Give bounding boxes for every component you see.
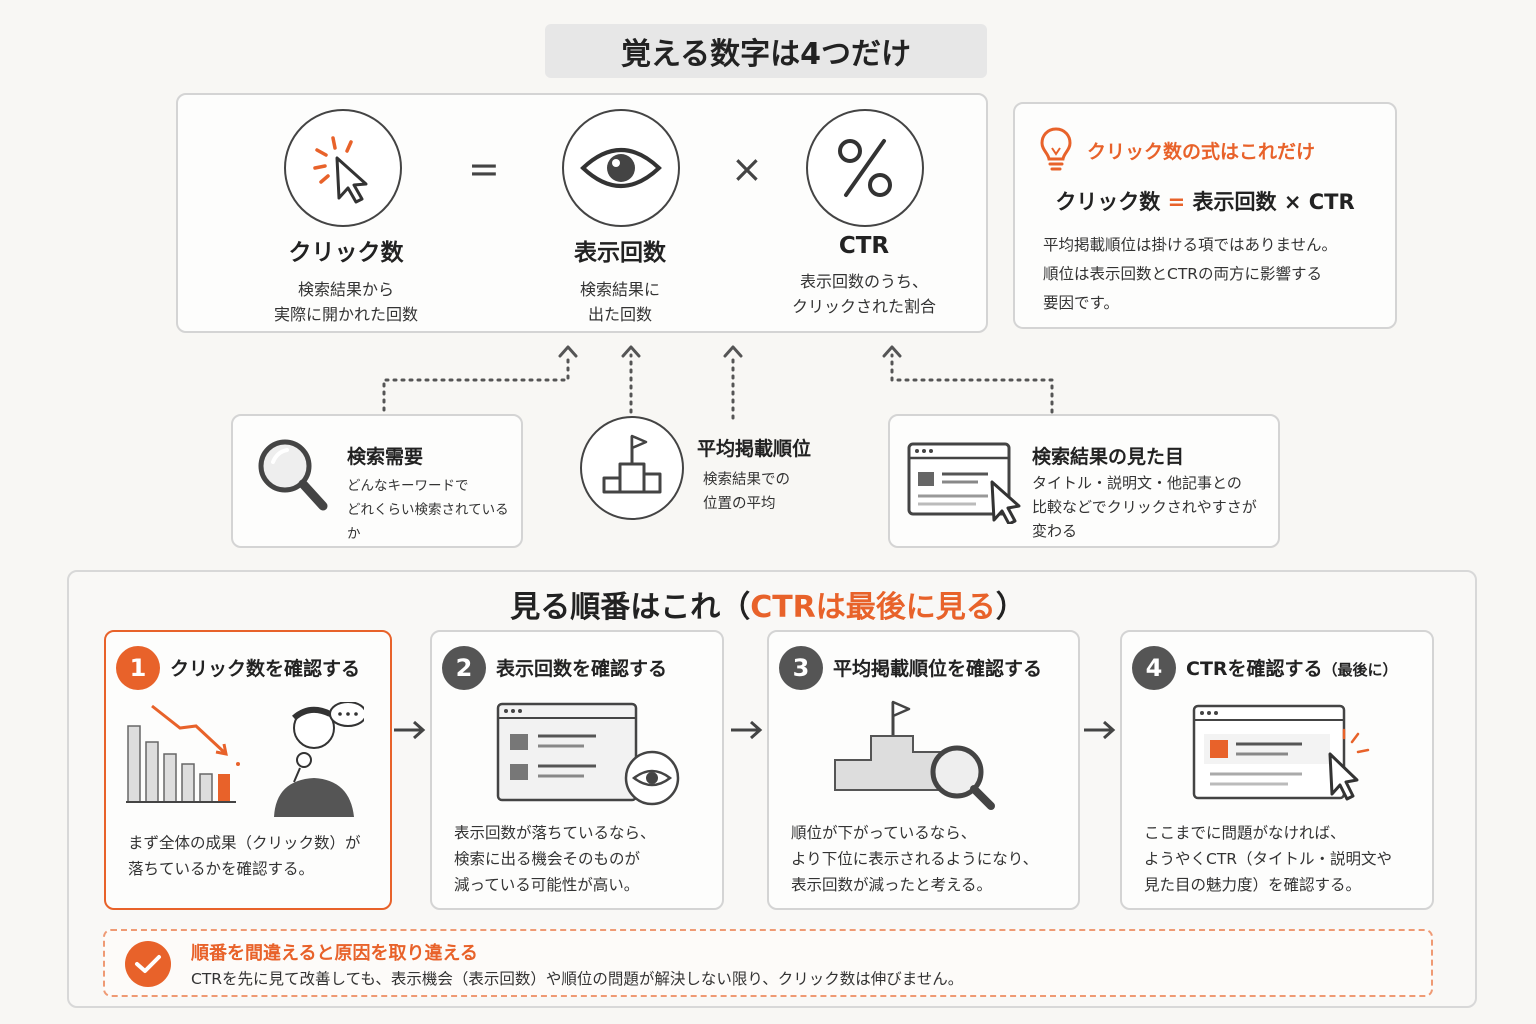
influence-arrows [382, 345, 1054, 420]
podium-magnifier-icon [833, 696, 1003, 815]
order-title-highlight: CTRは最後に見る [750, 590, 996, 625]
browser-cursor-icon [906, 440, 1026, 528]
equals-sign: = [468, 147, 500, 191]
step-heading-note: （最後に） [1322, 661, 1398, 679]
percent-icon [806, 109, 924, 227]
step-3-check-avg-position: 3 平均掲載順位を確認する 順位が下がっているなら、 より下位に表示されるように… [767, 630, 1080, 910]
arrow-right-icon [731, 720, 763, 740]
magnifier-icon [255, 436, 331, 520]
term-name: CTR [838, 233, 890, 259]
step-4-check-ctr: 4 CTRを確認する（最後に） ここまでに問題がなければ、 ようやくCTR（タイ… [1120, 630, 1434, 910]
step-number: 1 [116, 646, 160, 690]
arrow-right-icon [394, 720, 426, 740]
factor-desc: タイトル・説明文・他記事との 比較などでクリックされやすさが 変わる [1032, 474, 1257, 540]
step-1-check-clicks: 1 クリック数を確認する まず全体の成果（クリック数）が 落ちているかを確認する… [104, 630, 392, 910]
arrow-right-icon [1084, 720, 1116, 740]
order-title: 見る順番はこれ（CTRは最後に見る） [0, 582, 1536, 626]
checkmark-icon [125, 941, 171, 987]
tip-formula: クリック数 = 表示回数 × CTR [1015, 186, 1395, 216]
order-title-suffix: ） [995, 590, 1026, 625]
step-description: ここまでに問題がなければ、 ようやくCTR（タイトル・説明文や 見た目の魅力度）… [1144, 824, 1393, 894]
term-ctr: CTR 表示回数のうち、 クリックされた割合 [744, 233, 984, 319]
tip-note: 平均掲載順位は掛ける項ではありません。 順位は表示回数とCTRの両方に影響する … [1043, 236, 1338, 312]
term-clicks: クリック数 検索結果から 実際に開かれた回数 [226, 233, 466, 327]
term-name: クリック数 [288, 240, 404, 266]
step-heading-main: CTRを確認する [1186, 658, 1323, 680]
factor-avg-position-desc: 検索結果での 位置の平均 [703, 472, 790, 512]
tip-formula-right: 表示回数 × CTR [1192, 190, 1355, 214]
eye-icon [562, 109, 680, 227]
times-sign: × [731, 147, 763, 191]
term-impressions: 表示回数 検索結果に 出た回数 [500, 233, 740, 327]
step-heading: CTRを確認する（最後に） [1186, 654, 1398, 681]
factor-avg-position-title: 平均掲載順位 [697, 438, 812, 460]
browser-eye-icon [496, 702, 686, 811]
factor-title: 検索結果の見た目 [1032, 446, 1185, 468]
step-number: 3 [779, 646, 823, 690]
step-heading: クリック数を確認する [170, 658, 361, 680]
cursor-click-icon [284, 109, 402, 227]
step-heading: 表示回数を確認する [496, 658, 668, 680]
factor-search-demand: 検索需要 どんなキーワードで どれくらい検索されているか [231, 414, 523, 548]
warning-heading: 順番を間違えると原因を取り違える [191, 943, 478, 964]
factor-serp-appearance: 検索結果の見た目 タイトル・説明文・他記事との 比較などでクリックされやすさが … [888, 414, 1280, 548]
step-description: 順位が下がっているなら、 より下位に表示されるようになり、 表示回数が減ったと考… [791, 824, 1039, 894]
formula-tip-panel: クリック数の式はこれだけ クリック数 = 表示回数 × CTR 平均掲載順位は掛… [1013, 102, 1397, 329]
tip-heading: クリック数の式はこれだけ [1087, 141, 1316, 163]
step-2-check-impressions: 2 表示回数を確認する 表示回数が落ちているなら、 検索に出る機会そのものが 減… [430, 630, 724, 910]
declining-chart-person-icon [124, 701, 367, 821]
tip-formula-left: クリック数 [1055, 190, 1161, 214]
order-warning-callout: 順番を間違えると原因を取り違える CTRを先に見て改善しても、表示機会（表示回数… [103, 929, 1433, 997]
order-title-prefix: 見る順番はこれ（ [510, 590, 751, 625]
term-desc: 検索結果から 実際に開かれた回数 [273, 280, 418, 324]
step-number: 2 [442, 646, 486, 690]
factor-title: 検索需要 [347, 446, 424, 468]
factor-desc: どんなキーワードで どれくらい検索されているか [347, 478, 509, 542]
formula-panel: クリック数 検索結果から 実際に開かれた回数 = 表示回数 検索結果に 出た回数… [176, 93, 988, 333]
podium-flag-icon [580, 416, 684, 520]
lightbulb-icon [1039, 126, 1073, 176]
step-number: 4 [1132, 646, 1176, 690]
term-desc: 表示回数のうち、 クリックされた割合 [791, 272, 936, 316]
tip-formula-eq: = [1167, 190, 1186, 214]
step-heading: 平均掲載順位を確認する [833, 658, 1043, 680]
term-desc: 検索結果に 出た回数 [579, 280, 660, 324]
step-description: 表示回数が落ちているなら、 検索に出る機会そのものが 減っている可能性が高い。 [454, 824, 656, 894]
warning-text: CTRを先に見て改善しても、表示機会（表示回数）や順位の問題が解決しない限り、ク… [191, 970, 964, 988]
page-title: 覚える数字は4つだけ [545, 24, 987, 78]
browser-click-icon [1192, 704, 1382, 808]
term-name: 表示回数 [574, 240, 666, 266]
step-description: まず全体の成果（クリック数）が 落ちているかを確認する。 [128, 834, 361, 878]
